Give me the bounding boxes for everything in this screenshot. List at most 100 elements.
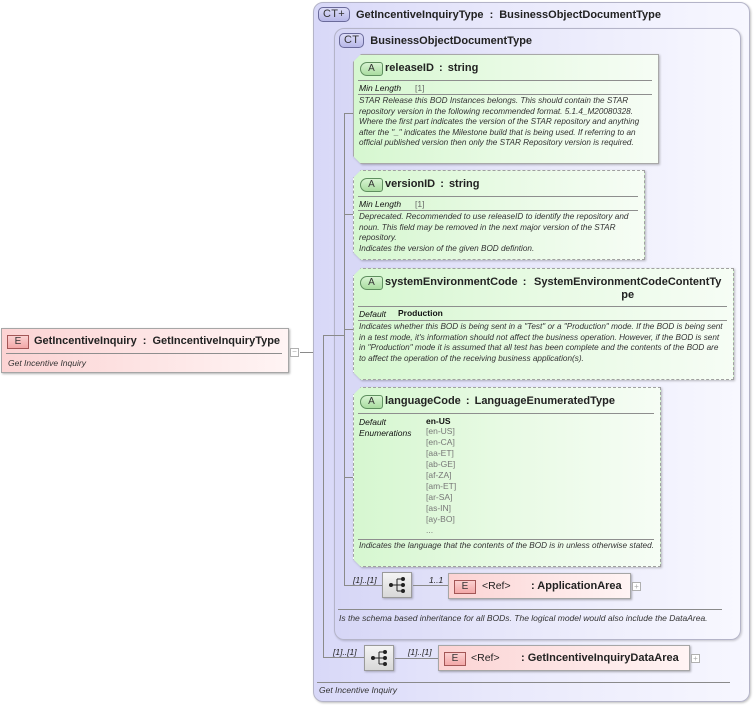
connector-line	[323, 657, 365, 658]
separator: :	[522, 276, 527, 288]
attribute-badge-icon: A	[360, 62, 383, 76]
enumeration-item: [ar-SA]	[426, 492, 453, 502]
property-value: Production	[398, 308, 443, 318]
inner-type-header: CT BusinessObjectDocumentType	[339, 33, 532, 48]
connector-line	[395, 658, 439, 659]
enumeration-item: [ay-BO]	[426, 514, 455, 524]
divider	[358, 320, 727, 321]
attribute-system-environment-code[interactable]: A systemEnvironmentCode : SystemEnvironm…	[353, 268, 734, 380]
attribute-type-line: SystemEnvironmentCodeContentTy	[534, 276, 722, 288]
sequence-compositor[interactable]	[364, 645, 394, 671]
outer-type-name: GetIncentiveInquiryType	[356, 8, 484, 21]
element-ref-get-incentive-inquiry-data-area[interactable]: E <Ref> : GetIncentiveInquiryDataArea	[438, 645, 690, 671]
sequence-cardinality: [1]..[1]	[353, 575, 377, 585]
separator: :	[489, 8, 494, 21]
expand-toggle-icon[interactable]: +	[632, 582, 641, 591]
connector-line	[344, 477, 354, 478]
connector-line	[344, 585, 382, 586]
attribute-name: languageCode	[385, 395, 461, 407]
element-ref-application-area[interactable]: E <Ref> : ApplicationArea	[448, 573, 631, 599]
outer-type-documentation: Get Incentive Inquiry	[319, 685, 397, 695]
divider	[358, 80, 652, 81]
outer-type-base: BusinessObjectDocumentType	[499, 8, 662, 21]
element-cardinality: [1]..[1]	[408, 647, 432, 657]
enumeration-item: [as-IN]	[426, 503, 452, 513]
property-label: Min Length	[359, 83, 402, 93]
ref-label: <Ref>	[471, 652, 500, 664]
attribute-title: releaseID : string	[385, 62, 478, 74]
element-name: : GetIncentiveInquiryDataArea	[521, 652, 679, 664]
attribute-documentation: STAR Release this BOD Instances belongs.…	[359, 96, 640, 148]
connector-line	[344, 113, 354, 114]
attribute-name: systemEnvironmentCode	[385, 276, 518, 288]
attribute-name: versionID	[385, 178, 436, 190]
element-badge-icon: E	[7, 335, 29, 349]
divider	[317, 682, 730, 683]
element-cardinality: 1..1	[429, 575, 444, 585]
connector-line	[323, 335, 324, 657]
attribute-type-line: pe	[621, 289, 635, 301]
divider	[6, 353, 282, 354]
attribute-documentation: Deprecated. Recommended to use releaseID…	[359, 212, 629, 253]
divider	[358, 539, 654, 540]
connector-line	[344, 329, 354, 330]
connector-line	[344, 113, 345, 585]
enumeration-list: [en-US] [en-CA] [aa-ET] [ab-GE] [af-ZA] …	[426, 426, 456, 536]
element-name: : ApplicationArea	[531, 580, 622, 592]
root-element-name: GetIncentiveInquiry	[34, 335, 137, 347]
connector-line	[344, 214, 354, 215]
sequence-cardinality: [1]..[1]	[333, 647, 357, 657]
attribute-badge-icon: A	[360, 178, 383, 192]
divider	[358, 413, 654, 414]
attribute-title: systemEnvironmentCode :	[385, 276, 528, 288]
complex-type-badge-icon: CT	[339, 33, 365, 48]
enumeration-item: ...	[426, 525, 434, 535]
attribute-release-id[interactable]: A releaseID : string Min Length [1] STAR…	[353, 54, 659, 164]
divider	[358, 210, 638, 211]
attribute-type: LanguageEnumeratedType	[474, 395, 615, 407]
element-badge-icon: E	[454, 580, 476, 594]
enumeration-item: [en-CA]	[426, 437, 455, 447]
separator: :	[142, 335, 147, 347]
root-element-type: GetIncentiveInquiryType	[152, 335, 281, 347]
connector-line	[300, 352, 324, 353]
attribute-type: string	[447, 62, 479, 74]
divider	[338, 609, 722, 610]
attribute-documentation: Indicates the language that the contents…	[359, 541, 654, 550]
divider	[358, 196, 638, 197]
root-element-documentation: Get Incentive Inquiry	[8, 358, 86, 368]
sequence-compositor[interactable]	[382, 572, 412, 598]
connector-line	[323, 335, 345, 336]
attribute-badge-icon: A	[360, 395, 383, 409]
outer-type-header: CT+ GetIncentiveInquiryType : BusinessOb…	[318, 7, 661, 22]
connector-line	[413, 585, 449, 586]
complex-type-extension-badge-icon: CT+	[318, 7, 350, 22]
enumeration-item: [aa-ET]	[426, 448, 454, 458]
element-badge-icon: E	[444, 652, 466, 666]
attribute-documentation: Indicates whether this BOD is being sent…	[359, 322, 723, 363]
sequence-icon	[389, 577, 405, 593]
attribute-language-code[interactable]: A languageCode : LanguageEnumeratedType …	[353, 387, 661, 567]
attribute-version-id[interactable]: A versionID : string Min Length [1] Depr…	[353, 170, 645, 260]
attribute-type: SystemEnvironmentCodeContentTy pe	[534, 276, 721, 302]
ref-label: <Ref>	[482, 580, 511, 592]
inner-type-documentation: Is the schema based inheritance for all …	[339, 613, 708, 623]
property-value: [1]	[415, 83, 425, 93]
collapse-toggle-icon[interactable]: −	[290, 348, 299, 357]
separator: :	[440, 178, 444, 190]
enumeration-item: [en-US]	[426, 426, 455, 436]
sequence-icon	[371, 650, 387, 666]
property-label: Min Length	[359, 199, 402, 209]
property-value: en-US	[426, 416, 451, 426]
property-label: Default	[359, 309, 386, 319]
attribute-badge-icon: A	[360, 276, 383, 290]
attribute-title: versionID : string	[385, 178, 480, 190]
property-label: Default	[359, 417, 386, 427]
root-element-box[interactable]: E GetIncentiveInquiry : GetIncentiveInqu…	[1, 328, 289, 373]
divider	[358, 94, 652, 95]
expand-toggle-icon[interactable]: +	[691, 654, 700, 663]
attribute-type: string	[448, 178, 480, 190]
attribute-name: releaseID	[385, 62, 434, 74]
enumeration-item: [ab-GE]	[426, 459, 456, 469]
property-value: [1]	[415, 199, 425, 209]
